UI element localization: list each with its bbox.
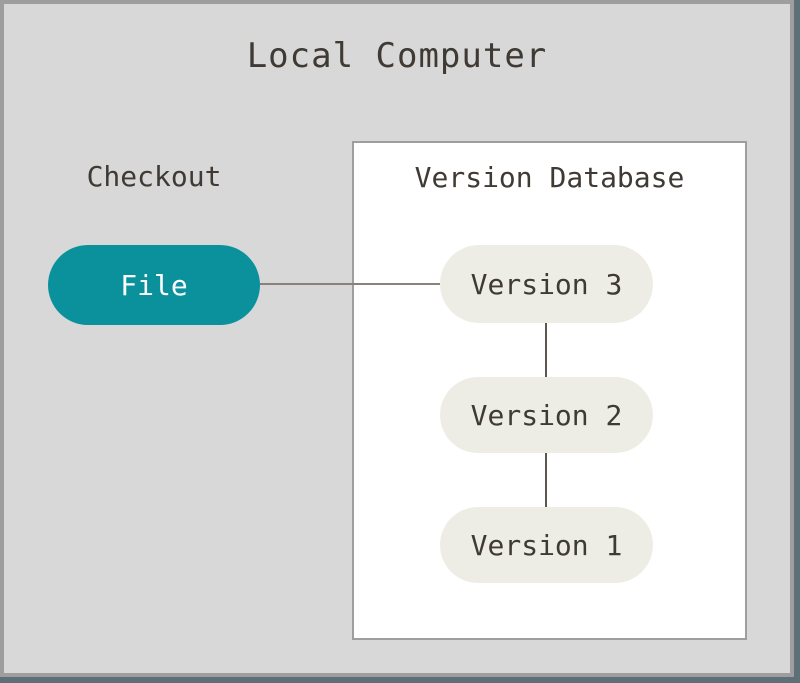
version3-to-version2-connector <box>545 323 547 377</box>
file-to-version3-connector <box>260 283 440 285</box>
version-node-2: Version 2 <box>440 377 653 453</box>
version-node-1: Version 1 <box>440 507 653 583</box>
checkout-label: Checkout <box>86 160 222 193</box>
version-database-title: Version Database <box>414 161 685 194</box>
diagram-title: Local Computer <box>246 36 548 76</box>
version-node-3: Version 3 <box>440 245 653 323</box>
file-node: File <box>48 245 260 325</box>
version2-to-version1-connector <box>545 453 547 507</box>
